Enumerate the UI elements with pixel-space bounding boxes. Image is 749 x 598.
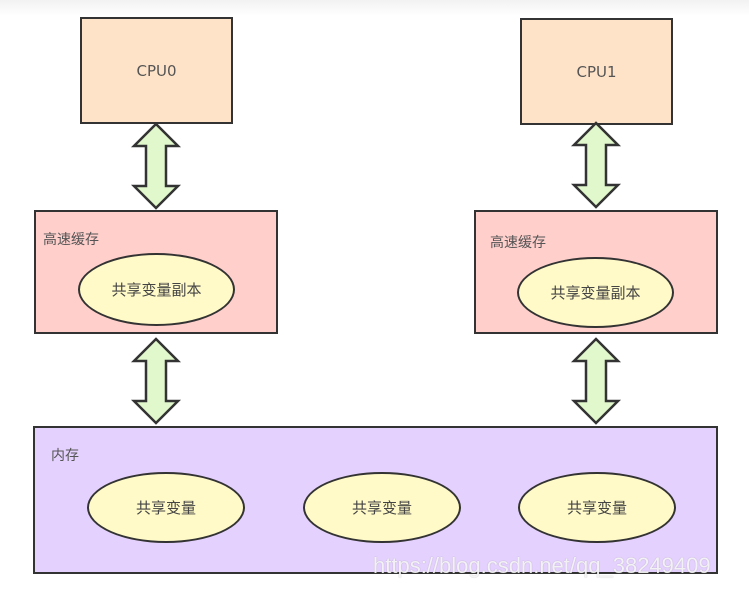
cpu0-box: CPU0 (80, 17, 233, 124)
cpu1-label: CPU1 (576, 62, 617, 81)
shared-variable: 共享变量 (87, 472, 245, 543)
cpu1-box: CPU1 (520, 18, 673, 125)
shared-variable: 共享变量 (518, 472, 676, 543)
cache-box-left: 高速缓存 共享变量副本 (34, 210, 278, 334)
top-bar (0, 0, 749, 16)
bidirectional-arrow-icon (570, 337, 622, 425)
memory-label: 内存 (51, 448, 79, 464)
bidirectional-arrow-icon (130, 337, 182, 425)
shared-variable-copy-label: 共享变量副本 (550, 284, 641, 302)
cache-box-right: 高速缓存 共享变量副本 (474, 210, 718, 334)
watermark: https://blog.csdn.net/qq_38249409 (373, 553, 711, 578)
shared-variable-copy: 共享变量副本 (517, 257, 674, 328)
cpu0-label: CPU0 (136, 61, 177, 80)
shared-variable-label: 共享变量 (135, 499, 196, 517)
shared-variable-copy-label: 共享变量副本 (111, 281, 202, 299)
shared-variable-label: 共享变量 (566, 499, 627, 517)
bidirectional-arrow-icon (130, 122, 182, 210)
cache-label: 高速缓存 (43, 232, 99, 248)
shared-variable: 共享变量 (303, 472, 461, 543)
shared-variable-copy: 共享变量副本 (78, 253, 235, 326)
memory-box: 内存 共享变量 共享变量 共享变量 (33, 426, 718, 574)
bidirectional-arrow-icon (570, 121, 622, 209)
cache-label: 高速缓存 (490, 235, 546, 251)
shared-variable-label: 共享变量 (351, 499, 412, 517)
